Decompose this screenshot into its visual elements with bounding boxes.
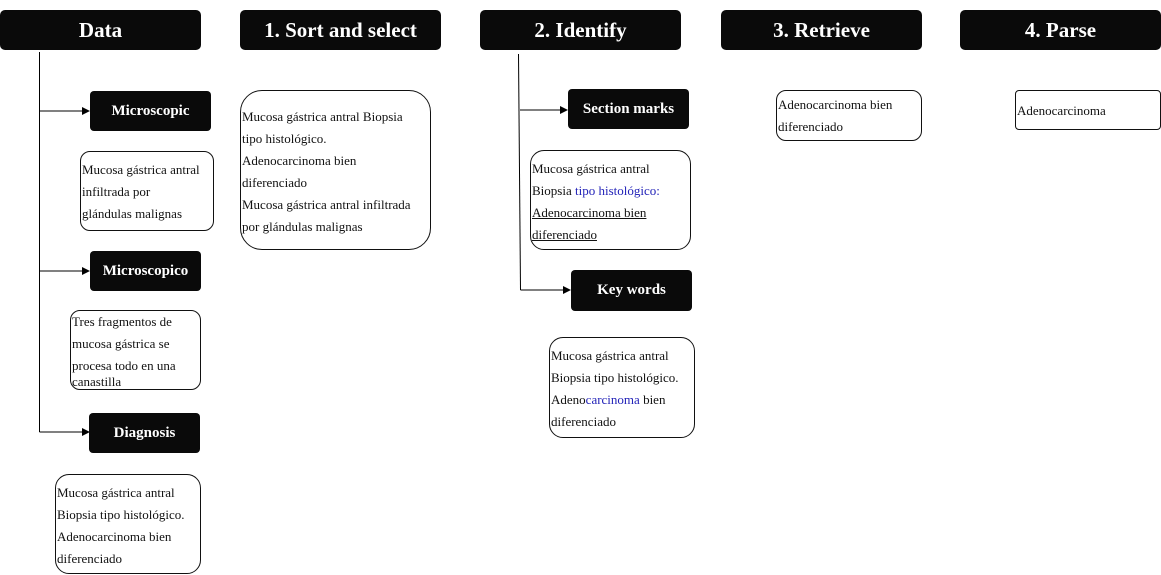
text-line: por glándulas malignas xyxy=(242,219,363,234)
text-line: canastilla xyxy=(72,374,122,389)
underlined-section-text: diferenciado xyxy=(532,227,597,242)
text-line: Biopsia tipo histológico. xyxy=(551,370,679,385)
text-line: Adenocarcinoma xyxy=(1017,103,1106,118)
header-data: Data xyxy=(0,10,201,50)
data-tree-lines xyxy=(39,52,90,436)
label-key-words: Key words xyxy=(571,270,692,311)
text-line: Adenocarcinoma bien xyxy=(551,389,694,411)
text-line: Tres fragmentos de xyxy=(72,314,172,329)
text-line: Adenocarcinoma bien xyxy=(778,97,893,112)
text-box-section-marks: Mucosa gástrica antral Biopsia tipo hist… xyxy=(530,150,691,250)
text-line: Mucosa gástrica antral Biopsia xyxy=(242,109,403,124)
identify-trunk-line xyxy=(518,53,521,291)
text-line: infiltrada por xyxy=(82,184,151,199)
header-sort-and-select: 1. Sort and select xyxy=(240,10,441,50)
text-line: diferenciado xyxy=(778,119,843,134)
underlined-section-text: Adenocarcinoma bien xyxy=(532,205,647,220)
text-line: diferenciado xyxy=(551,414,616,429)
text-line: Biopsia tipo histológico: xyxy=(532,180,690,202)
header-identify: 2. Identify xyxy=(480,10,681,50)
text-line: Biopsia tipo histológico. xyxy=(57,507,185,522)
text-line: Mucosa gástrica antral xyxy=(551,348,669,363)
text-line: procesa todo en una xyxy=(72,358,176,373)
text-segment: Biopsia xyxy=(532,183,575,198)
text-box-microscopico: Tres fragmentos de mucosa gástrica se pr… xyxy=(70,310,201,390)
header-retrieve: 3. Retrieve xyxy=(721,10,922,50)
text-box-retrieve: Adenocarcinoma bien diferenciado xyxy=(776,90,922,141)
text-line: Adenocarcinoma bien xyxy=(242,153,357,168)
label-microscopic: Microscopic xyxy=(90,91,211,131)
text-line: diferenciado xyxy=(242,175,307,190)
highlight-section-mark: tipo histológico: xyxy=(574,183,660,198)
text-segment: Adeno xyxy=(551,392,586,407)
text-line: glándulas malignas xyxy=(82,206,183,221)
text-segment: bien xyxy=(639,392,666,407)
text-box-sort-and-select: Mucosa gástrica antral Biopsia tipo hist… xyxy=(240,90,431,250)
highlight-key-word: carcinoma xyxy=(585,392,640,407)
text-box-diagnosis: Mucosa gástrica antral Biopsia tipo hist… xyxy=(55,474,201,574)
text-line: diferenciado xyxy=(57,551,122,566)
text-box-parse: Adenocarcinoma xyxy=(1015,90,1161,130)
identify-tree-lines xyxy=(518,53,571,294)
text-line: tipo histológico. xyxy=(242,131,327,146)
text-line: Mucosa gástrica antral xyxy=(82,162,200,177)
text-line: Adenocarcinoma bien xyxy=(57,529,172,544)
label-microscopico: Microscopico xyxy=(90,251,201,291)
text-line: mucosa gástrica se xyxy=(72,336,170,351)
label-diagnosis: Diagnosis xyxy=(89,413,200,453)
text-line: Mucosa gástrica antral xyxy=(532,161,650,176)
text-line: Mucosa gástrica antral xyxy=(57,485,175,500)
text-box-microscopic: Mucosa gástrica antral infiltrada por gl… xyxy=(80,151,214,231)
header-parse: 4. Parse xyxy=(960,10,1161,50)
label-section-marks: Section marks xyxy=(568,89,689,129)
text-line: Mucosa gástrica antral infiltrada xyxy=(242,197,411,212)
text-box-key-words: Mucosa gástrica antral Biopsia tipo hist… xyxy=(549,337,695,438)
